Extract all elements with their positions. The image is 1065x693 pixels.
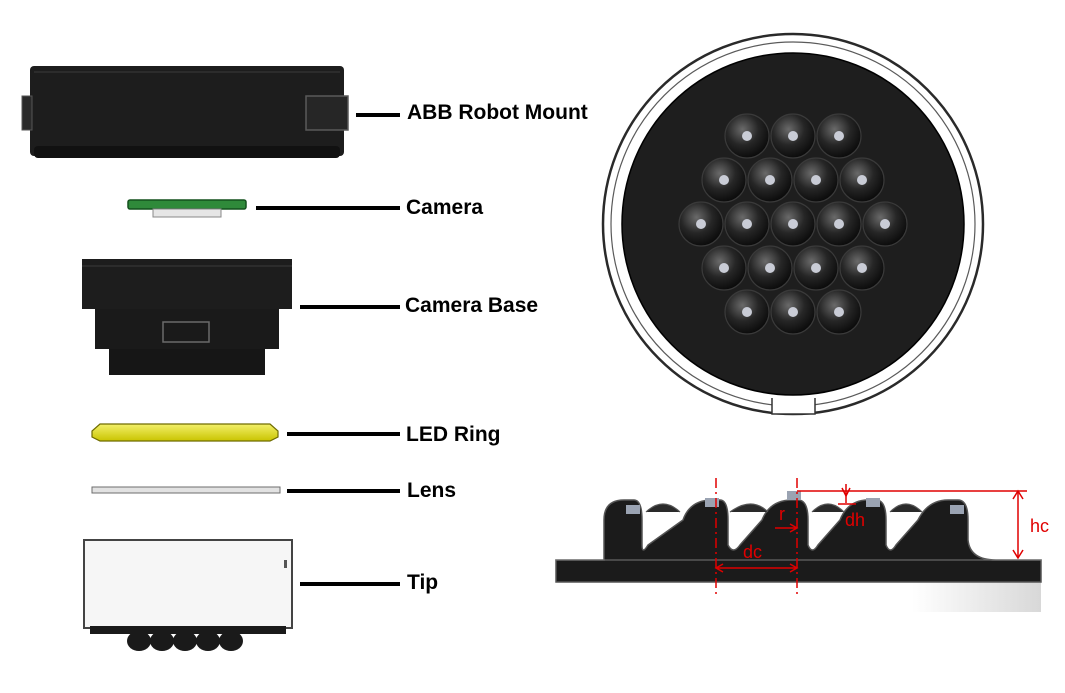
dimension-annotations	[714, 478, 1027, 598]
pin-tip	[788, 307, 798, 317]
pin-tip	[765, 263, 775, 273]
pin-tip	[834, 131, 844, 141]
label-led-ring: LED Ring	[406, 423, 501, 446]
lens-part	[91, 486, 400, 494]
pin-tip	[696, 219, 706, 229]
pin-tip	[834, 219, 844, 229]
dim-label-hc: hc	[1030, 516, 1050, 536]
pin-tip	[742, 219, 752, 229]
pin-tip	[719, 175, 729, 185]
dim-label-r: r	[779, 504, 785, 524]
pin-tip	[742, 307, 752, 317]
pin-tip	[880, 219, 890, 229]
pin-tip	[719, 263, 729, 273]
tip-part	[83, 539, 400, 651]
pin-tip	[811, 263, 821, 273]
label-camera: Camera	[406, 196, 484, 219]
pin-tip	[742, 131, 752, 141]
camera-part	[127, 199, 400, 218]
abb-robot-mount-part	[21, 66, 400, 158]
pin-tip	[788, 131, 798, 141]
label-tip: Tip	[407, 571, 439, 594]
pin-tip	[857, 263, 867, 273]
pin-tip	[811, 175, 821, 185]
pin-tip	[788, 219, 798, 229]
led-ring-part	[91, 423, 400, 442]
tip-top-view	[601, 32, 985, 416]
cross-section-view	[555, 491, 1042, 612]
pin-tip	[857, 175, 867, 185]
camera-base-part	[82, 259, 400, 375]
label-lens: Lens	[407, 479, 457, 502]
label-abb-robot-mount: ABB Robot Mount	[407, 101, 588, 124]
pin-array	[678, 113, 908, 335]
label-camera-base: Camera Base	[405, 294, 539, 317]
pin-tip	[834, 307, 844, 317]
dim-label-dc: dc	[743, 542, 763, 562]
pin-tip	[765, 175, 775, 185]
dim-label-dh: dh	[845, 510, 866, 530]
